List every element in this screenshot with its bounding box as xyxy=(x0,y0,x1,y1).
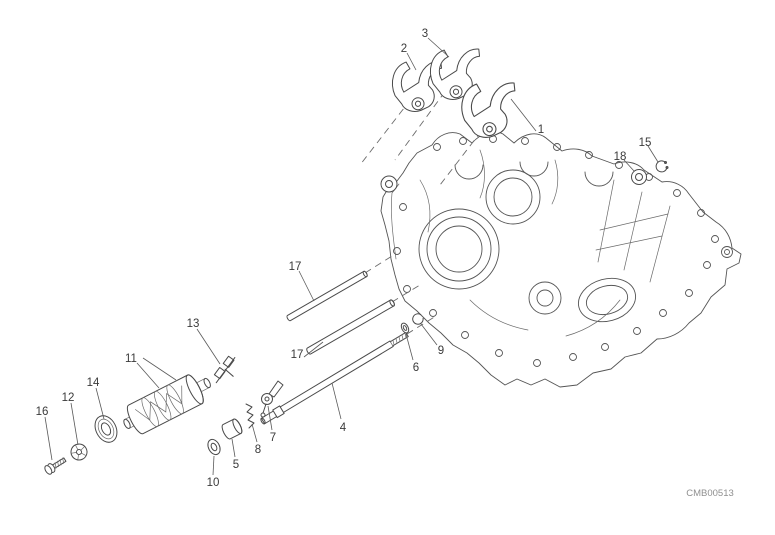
shaft-washer xyxy=(400,322,410,334)
end-circlip xyxy=(655,160,669,173)
fork-rod-lower xyxy=(306,299,395,355)
crankcase-outline xyxy=(380,131,742,388)
shim-washer xyxy=(207,438,221,456)
spacer-bush xyxy=(221,418,243,440)
end-washer xyxy=(631,169,647,185)
shaft-circlip xyxy=(412,313,424,325)
shift-drum xyxy=(123,374,211,435)
callout-8: 8 xyxy=(255,444,261,456)
drum-bearing xyxy=(94,415,118,443)
callout-16: 16 xyxy=(36,406,49,418)
callout-1: 1 xyxy=(538,124,544,136)
callout-7: 7 xyxy=(270,432,276,444)
callout-5: 5 xyxy=(233,459,239,471)
shift-pawl xyxy=(213,355,236,384)
callout-11: 11 xyxy=(125,353,137,365)
callout-18: 18 xyxy=(614,151,627,163)
return-spring xyxy=(245,403,255,429)
callout-15: 15 xyxy=(639,137,652,149)
callout-9: 9 xyxy=(438,345,444,357)
shift-forks xyxy=(387,40,517,142)
diagram-code-watermark: CMB00513 xyxy=(686,488,734,499)
callout-3: 3 xyxy=(422,28,428,40)
crankcase-bolt-holes xyxy=(393,135,719,367)
gear-selector-shaft xyxy=(260,331,409,425)
callout-4: 4 xyxy=(340,422,347,434)
callout-14: 14 xyxy=(87,377,100,389)
callout-10: 10 xyxy=(207,477,220,489)
callout-13: 13 xyxy=(187,318,200,330)
callout-12: 12 xyxy=(62,392,75,404)
callouts: 2 3 1 15 18 17 13 11 14 12 16 17 9 6 4 7… xyxy=(36,28,652,489)
callout-6: 6 xyxy=(413,362,419,374)
bearing-retainer xyxy=(70,443,88,461)
ratchet-lever xyxy=(260,380,284,418)
small-hardware xyxy=(400,160,669,334)
callout-17-upper: 17 xyxy=(289,261,302,273)
retainer-screw xyxy=(44,457,67,475)
fork-rod-upper xyxy=(286,270,368,322)
callout-17-lower: 17 xyxy=(291,349,304,361)
shift-drum-assembly xyxy=(44,355,284,475)
leader-lines xyxy=(44,37,659,476)
callout-2: 2 xyxy=(401,43,407,55)
selector-rods xyxy=(260,270,409,425)
